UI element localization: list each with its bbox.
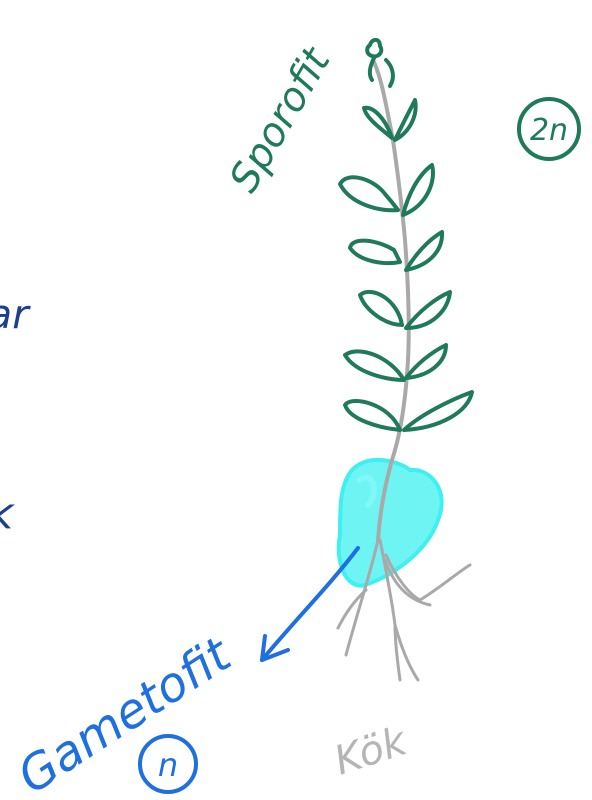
gametophyte-ploidy-badge: n (140, 736, 196, 792)
sporophyte-ploidy-text: 2n (530, 113, 568, 148)
sporophyte-label: Sporofit (221, 39, 340, 200)
gametophyte-ploidy-text: n (158, 746, 178, 784)
roots-label: Kök (329, 718, 414, 785)
cut-left-word: tar (0, 292, 31, 338)
gametophyte-label: Gametofit (8, 626, 242, 800)
gametophyte-arrow (262, 548, 358, 660)
cut-left-mark: k (0, 488, 15, 539)
sporophyte-ploidy-badge: 2n (519, 99, 579, 159)
